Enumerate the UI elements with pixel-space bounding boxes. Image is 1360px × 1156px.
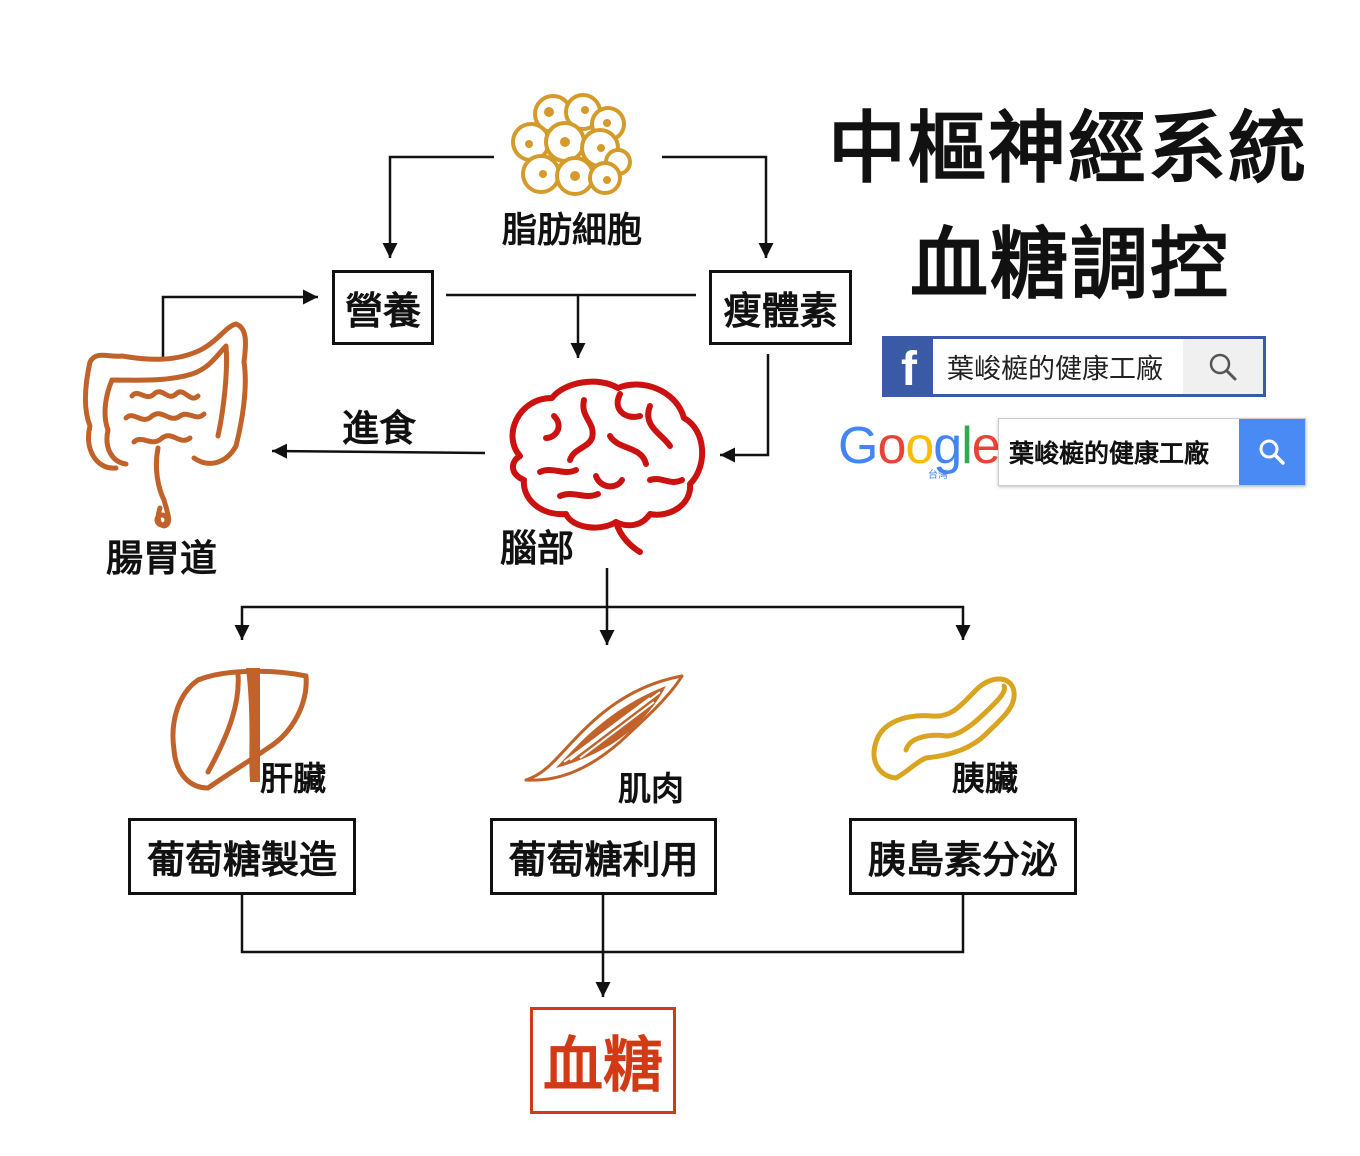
diagram-title-line2: 血糖調控 bbox=[910, 220, 1231, 310]
facebook-search-text[interactable]: 葉峻榳的健康工廠 bbox=[947, 354, 1163, 385]
blood-sugar-box: 血糖 bbox=[530, 1007, 676, 1114]
intestine-icon bbox=[82, 321, 249, 529]
arrow-brain-to-pancreas bbox=[607, 605, 971, 640]
arrow-brain-to-liver bbox=[234, 605, 607, 640]
muscle-label: 肌肉 bbox=[618, 769, 684, 808]
facebook-search-bar[interactable]: f 葉峻榳的健康工廠 bbox=[882, 336, 1266, 397]
google-region-label: 台灣 bbox=[928, 470, 948, 481]
google-search-bar[interactable]: 葉峻榳的健康工廠 bbox=[998, 418, 1306, 486]
arrow-gut-to-nutrition bbox=[161, 289, 318, 358]
facebook-search-button[interactable] bbox=[1183, 339, 1263, 394]
google-search-button[interactable] bbox=[1239, 419, 1305, 485]
muscle-icon bbox=[524, 674, 684, 782]
glucose-production-box: 葡萄糖製造 bbox=[128, 818, 356, 895]
arrow-brain-to-gut bbox=[271, 443, 486, 459]
facebook-logo: f bbox=[885, 339, 933, 394]
liver-label: 肝臟 bbox=[260, 759, 326, 798]
leptin-box: 瘦體素 bbox=[709, 270, 852, 345]
fat-cells-icon bbox=[511, 93, 632, 196]
brain-label: 腦部 bbox=[500, 527, 574, 570]
liver-icon bbox=[170, 668, 309, 791]
search-icon bbox=[1209, 353, 1237, 380]
glucose-utilization-box: 葡萄糖利用 bbox=[490, 818, 717, 895]
gut-label: 腸胃道 bbox=[106, 537, 217, 580]
arrow-fat-to-leptin bbox=[662, 155, 774, 258]
search-icon bbox=[1259, 439, 1285, 465]
arrow-fat-to-nutrition bbox=[382, 155, 494, 258]
arrow-leptin-to-brain bbox=[720, 354, 770, 463]
pancreas-icon bbox=[871, 676, 1017, 781]
brain-icon bbox=[509, 378, 705, 555]
nutrition-box: 營養 bbox=[332, 270, 434, 345]
eating-label: 進食 bbox=[342, 407, 416, 450]
google-logo: Google bbox=[838, 417, 1001, 475]
pancreas-label: 胰臟 bbox=[952, 759, 1018, 798]
fat-cells-label: 脂肪細胞 bbox=[502, 211, 643, 251]
insulin-secretion-box: 胰島素分泌 bbox=[849, 818, 1077, 895]
google-search-text[interactable]: 葉峻榳的健康工廠 bbox=[1009, 439, 1210, 468]
diagram-title-line1: 中樞神經系統 bbox=[828, 104, 1309, 194]
